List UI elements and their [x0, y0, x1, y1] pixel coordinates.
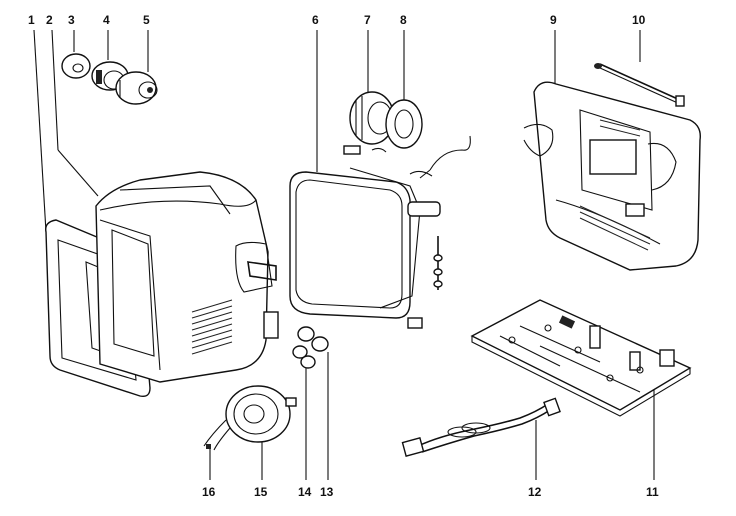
- callout-1: 1: [28, 13, 35, 27]
- callout-labels: 1 2 3 4 5 6 7 8 9 10 11 12 13 14 15 16: [28, 13, 659, 499]
- callout-2: 2: [46, 13, 53, 27]
- callout-7: 7: [364, 13, 371, 27]
- callout-11: 11: [646, 485, 659, 499]
- part-wire-clip: [343, 135, 471, 179]
- part-circuit-board: [470, 299, 692, 417]
- part-antenna-rod: [594, 63, 685, 107]
- callout-6: 6: [312, 13, 319, 27]
- leader-lines: [33, 29, 655, 480]
- callout-15: 15: [254, 485, 268, 499]
- part-speaker: [225, 385, 297, 443]
- part-back-cover: [523, 81, 701, 271]
- callout-3: 3: [68, 13, 75, 27]
- callout-5: 5: [143, 13, 150, 27]
- part-yoke-ring: [385, 99, 423, 149]
- callout-8: 8: [400, 13, 407, 27]
- part-knob-5: [115, 71, 158, 105]
- part-knob-3: [61, 53, 91, 79]
- callout-12: 12: [528, 485, 542, 499]
- part-power-cord: [401, 397, 561, 457]
- part-speaker-lead: [203, 419, 231, 451]
- part-deflection-yoke: [349, 91, 395, 145]
- callout-10: 10: [632, 13, 646, 27]
- back-cover-vents: [579, 119, 651, 251]
- callout-4: 4: [103, 13, 110, 27]
- callout-9: 9: [550, 13, 557, 27]
- rear-vent-grille: [191, 299, 233, 355]
- callout-16: 16: [202, 485, 216, 499]
- callout-13: 13: [320, 485, 334, 499]
- part-cabinet: [95, 171, 279, 383]
- callout-14: 14: [298, 485, 312, 499]
- part-screws: [407, 236, 443, 329]
- part-small-14: [292, 345, 316, 369]
- part-picture-tube: [289, 167, 441, 319]
- part-small-13: [297, 326, 329, 352]
